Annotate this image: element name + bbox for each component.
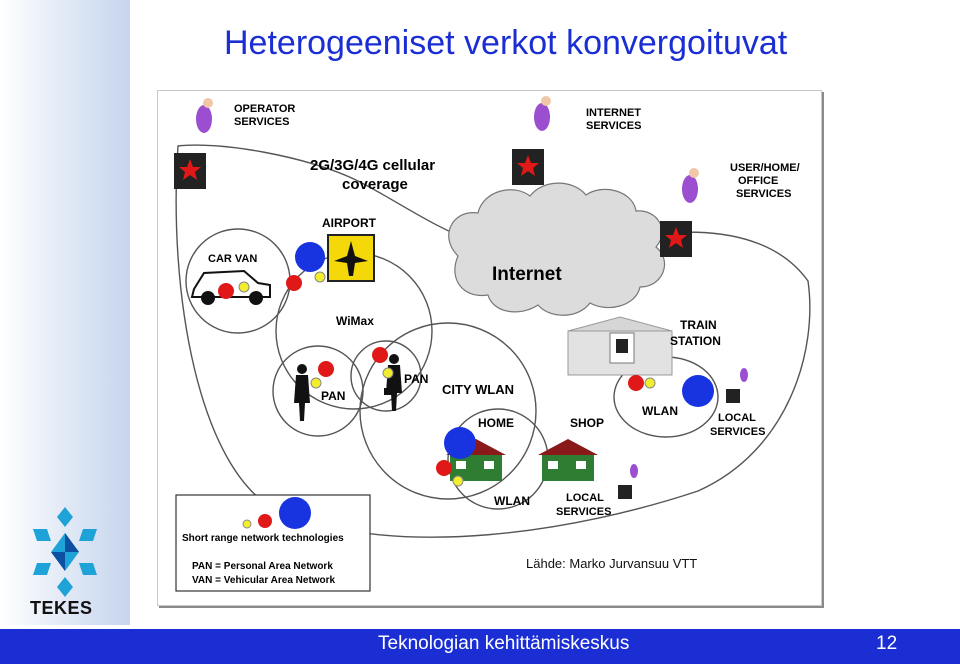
pan-right-yellow-dot — [382, 367, 394, 379]
legend-box: Short range network technologies PAN = P… — [175, 494, 371, 592]
legend-blue-dot — [279, 497, 311, 529]
airport-red-dot — [286, 275, 302, 291]
home-label: HOME — [478, 416, 514, 430]
pan-left-yellow-dot — [310, 377, 322, 389]
car-van-icon — [190, 269, 271, 305]
train-station-building — [567, 316, 673, 376]
footer-text: Teknologian kehittämiskeskus — [378, 633, 630, 654]
person-left-icon — [294, 364, 310, 421]
legend-red-dot — [258, 514, 272, 528]
cellular-coverage-area — [175, 144, 811, 538]
car-van-label: CAR VAN — [208, 253, 257, 265]
home-yellow-dot — [452, 475, 464, 487]
internet-label: Internet — [492, 264, 562, 285]
airport-sign — [327, 234, 375, 282]
pan-left-area — [272, 345, 364, 437]
pan-left-label: PAN — [321, 389, 345, 403]
legend-van: VAN = Vehicular Area Network — [192, 575, 336, 586]
legend-pan: PAN = Personal Area Network — [192, 561, 333, 572]
operator-services-icon — [174, 98, 213, 189]
car-red-dot — [218, 283, 234, 299]
legend-yellow-dot — [242, 519, 252, 529]
wlan-blue-dot — [682, 375, 714, 407]
wlan-bottom-label: WLAN — [494, 494, 530, 508]
shop-house — [538, 439, 598, 481]
internet-services-icon — [512, 96, 551, 185]
legend-title: Short range network technologies — [182, 533, 344, 544]
wlan-red-dot — [628, 375, 644, 391]
wlan-right-label: WLAN — [642, 404, 678, 418]
pan-right-label: PAN — [404, 372, 428, 386]
car-yellow-dot — [238, 281, 250, 293]
page-number: 12 — [876, 633, 898, 654]
wimax-label: WiMax — [336, 314, 374, 328]
airport-label: AIRPORT — [322, 216, 377, 230]
page-title: Heterogeeniset verkot konvergoituvat — [224, 24, 788, 62]
pan-right-area — [350, 340, 422, 412]
city-wlan-label: CITY WLAN — [442, 382, 514, 397]
footer-bar — [0, 629, 960, 664]
city-wlan-area — [359, 322, 537, 500]
local-services-right-icon — [726, 368, 748, 403]
airport-blue-dot — [295, 242, 325, 272]
home-blue-dot — [444, 427, 476, 459]
internet-cloud — [448, 182, 666, 316]
logo-wordmark: TEKES — [30, 598, 93, 618]
home-red-dot — [436, 460, 452, 476]
wlan-yellow-dot — [644, 377, 656, 389]
local-services-bottom-icon — [618, 464, 638, 499]
shop-label: SHOP — [570, 416, 604, 430]
pan-right-red-dot — [372, 347, 388, 363]
source-caption: Lähde: Marko Jurvansuu VTT — [526, 556, 698, 571]
airport-yellow-dot — [314, 271, 326, 283]
user-services-icon — [660, 168, 699, 257]
tekes-logo-icon — [33, 507, 97, 597]
pan-left-red-dot — [318, 361, 334, 377]
